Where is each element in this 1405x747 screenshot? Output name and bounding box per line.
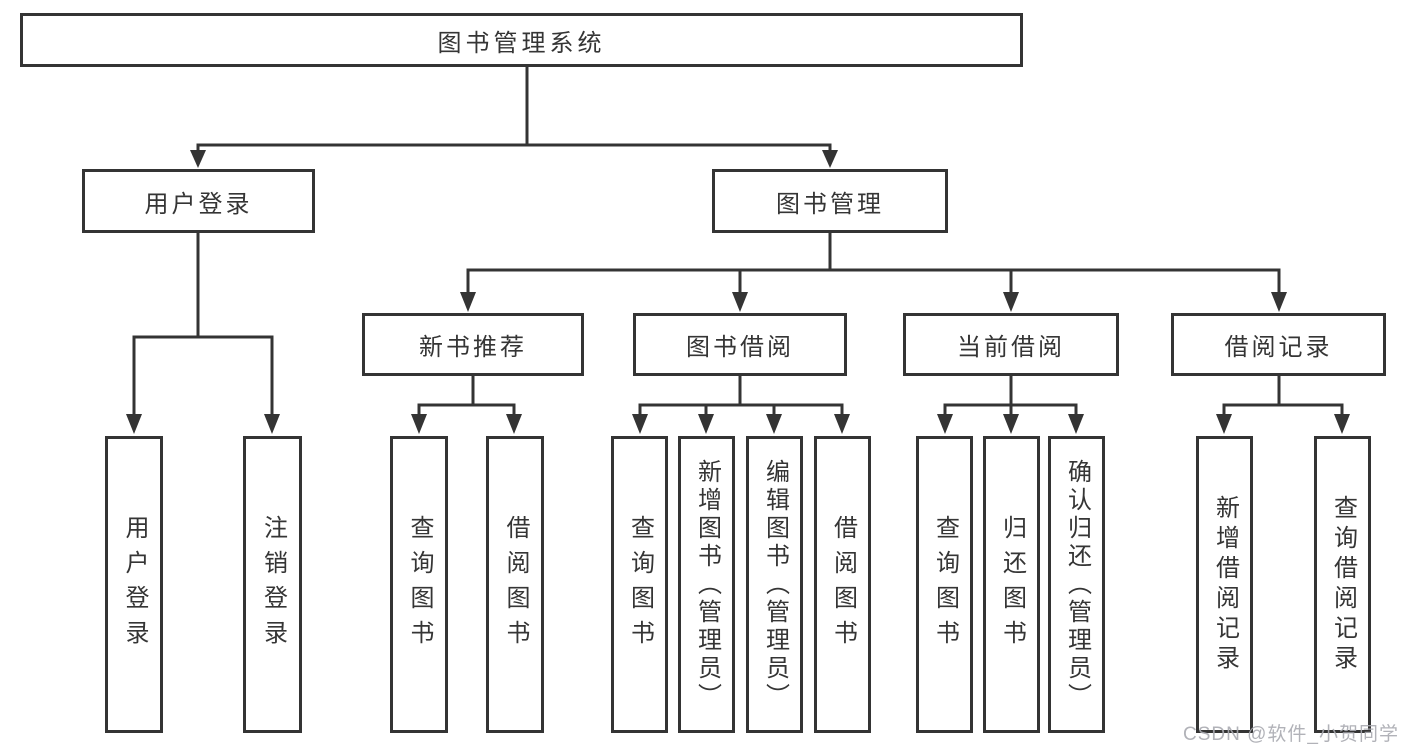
node-label: 用户登录 <box>144 190 253 218</box>
node-current-borrow: 当前借阅 <box>903 313 1119 376</box>
node-label: 借阅记录 <box>1224 334 1333 361</box>
leaf-recommend-query-books: 查询图书 <box>390 436 448 733</box>
leaf-current-query-books: 查询图书 <box>916 436 973 733</box>
leaf-current-return-books: 归还图书 <box>983 436 1040 733</box>
node-label: 用户登录 <box>121 514 148 655</box>
node-library-management-system: 图书管理系统 <box>20 13 1023 67</box>
leaf-borrow-add-books-admin: 新增图书（管理员） <box>678 436 735 733</box>
node-label: 注销登录 <box>259 514 287 655</box>
leaf-records-query-record: 查询借阅记录 <box>1314 436 1371 733</box>
node-label: 借阅图书 <box>829 514 857 655</box>
node-label: 图书管理 <box>776 190 884 218</box>
node-book-management: 图书管理 <box>712 169 948 233</box>
leaf-borrow-edit-books-admin: 编辑图书（管理员） <box>746 436 803 733</box>
leaf-borrow-query-books: 查询图书 <box>611 436 668 733</box>
node-user-login-group: 用户登录 <box>82 169 315 233</box>
leaf-user-login: 用户登录 <box>105 436 163 733</box>
node-book-borrow: 图书借阅 <box>633 313 847 376</box>
node-label: 查询图书 <box>406 514 433 655</box>
node-borrow-records: 借阅记录 <box>1171 313 1386 376</box>
node-label: 新书推荐 <box>419 334 527 361</box>
leaf-records-add-record: 新增借阅记录 <box>1196 436 1253 733</box>
leaf-borrow-borrow-books: 借阅图书 <box>814 436 871 733</box>
leaf-logout: 注销登录 <box>243 436 302 733</box>
node-label: 新增借阅记录 <box>1211 494 1239 675</box>
node-label: 图书借阅 <box>686 334 794 361</box>
node-label: 新增图书（管理员） <box>693 458 721 711</box>
node-label: 图书管理系统 <box>437 29 606 57</box>
node-label: 当前借阅 <box>957 334 1065 361</box>
leaf-recommend-borrow-books: 借阅图书 <box>486 436 544 733</box>
node-label: 查询图书 <box>931 514 959 655</box>
node-label: 查询图书 <box>626 514 654 655</box>
node-label: 编辑图书（管理员） <box>761 458 789 711</box>
node-label: 查询借阅记录 <box>1329 494 1357 675</box>
node-label: 借阅图书 <box>502 514 529 655</box>
node-label: 确认归还（管理员） <box>1063 458 1091 711</box>
node-new-book-recommend: 新书推荐 <box>362 313 584 376</box>
node-label: 归还图书 <box>998 514 1026 655</box>
leaf-current-confirm-return-admin: 确认归还（管理员） <box>1048 436 1105 733</box>
csdn-watermark: CSDN @软件_小贺同学 <box>1183 724 1399 745</box>
